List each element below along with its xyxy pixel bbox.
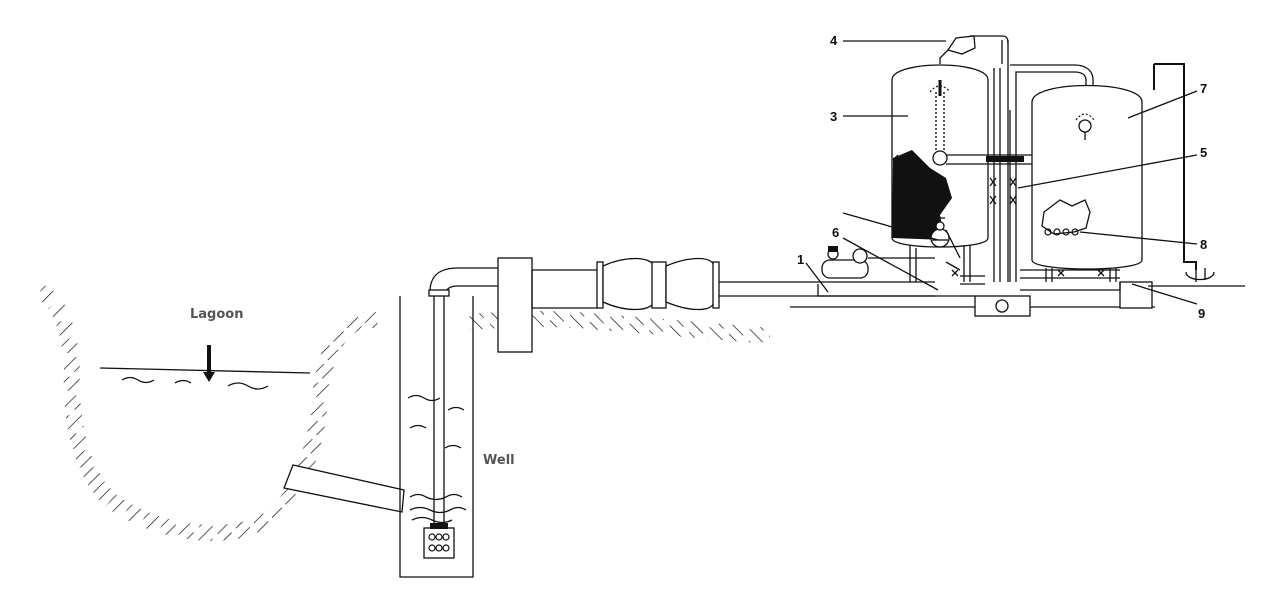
inlet-pipe [283, 464, 405, 513]
callout-leaders [805, 40, 1198, 305]
lagoon-ripple [121, 376, 155, 384]
tank-7-media [1041, 199, 1091, 235]
well-riser-pipe [433, 292, 445, 528]
lagoon-bank [36, 284, 384, 541]
flex-coupling-left [602, 257, 655, 311]
submersible-pump [423, 527, 455, 559]
vent-pipe [1153, 63, 1215, 282]
supply-pipeline [497, 257, 935, 353]
tank-7 [1031, 84, 1143, 282]
interconnect-pipes [945, 40, 1121, 297]
callout-numbers: 1 3 4 5 6 7 8 9 [797, 33, 1207, 321]
lagoon-ripple [174, 379, 192, 384]
well-label: Well [483, 453, 515, 468]
lagoon-ripple [227, 382, 269, 390]
lagoon-level-marker [207, 345, 211, 375]
lagoon-water-surface [99, 367, 311, 374]
callout-6: 6 [832, 225, 839, 240]
air-compressor [821, 246, 935, 279]
well-shaft [399, 296, 474, 578]
base-valves [945, 229, 1105, 277]
callout-1: 1 [797, 252, 804, 267]
callout-3: 3 [830, 109, 837, 124]
lagoon-label: Lagoon [190, 307, 243, 322]
base-skid [790, 281, 1245, 317]
pipe-support [497, 257, 533, 353]
callout-4: 4 [830, 33, 838, 48]
callout-8: 8 [1200, 237, 1207, 252]
pressure-gauge [939, 35, 1009, 64]
callout-7: 7 [1200, 81, 1207, 96]
well: Well [399, 267, 515, 578]
lagoon: Lagoon [36, 284, 384, 541]
callout-9: 9 [1198, 306, 1205, 321]
callout-5: 5 [1200, 145, 1207, 160]
flex-coupling-right [665, 257, 715, 311]
